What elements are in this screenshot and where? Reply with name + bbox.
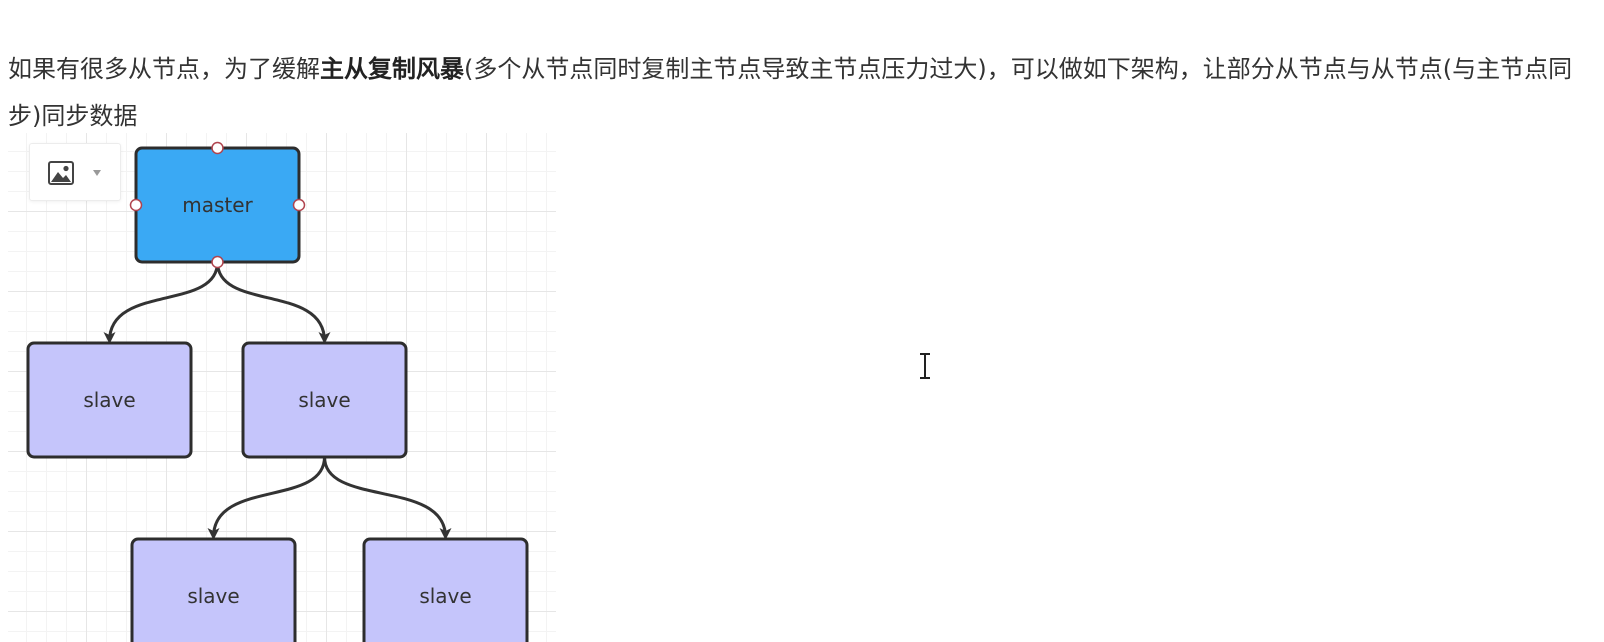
node-box[interactable] — [241, 341, 408, 459]
master-node[interactable]: master — [134, 146, 301, 264]
edge-master-to-slave2[interactable] — [216, 261, 331, 344]
edge-slave2-to-slave3[interactable] — [207, 456, 326, 540]
node-label: slave — [187, 584, 239, 608]
node-label: slave — [83, 388, 135, 412]
edge-master-to-slave1[interactable] — [103, 261, 219, 344]
description-paragraph: 如果有很多从节点，为了缓解主从复制风暴(多个从节点同时复制主节点导致主节点压力过… — [8, 46, 1598, 140]
slave-node-1[interactable]: slave — [26, 341, 193, 459]
node-box[interactable] — [130, 537, 297, 642]
connection-handle-3[interactable] — [211, 255, 224, 269]
slave-node-3[interactable]: slave — [130, 537, 297, 642]
node-box[interactable] — [26, 341, 193, 459]
connection-handle-0[interactable] — [211, 141, 224, 155]
paragraph-text-before: 如果有很多从节点，为了缓解 — [8, 55, 320, 83]
edge-slave2-to-slave4[interactable] — [323, 456, 452, 540]
paragraph-text-after: (多个从节点同时复制主节点导致主节点压力过大)，可以做如下架构，让部分从节点与从… — [8, 55, 1573, 130]
node-label: slave — [298, 388, 350, 412]
architecture-diagram[interactable]: master slave slave slave slave — [8, 133, 556, 642]
node-label: slave — [419, 584, 471, 608]
chevron-down-icon[interactable] — [92, 169, 102, 177]
slave-node-2[interactable]: slave — [241, 341, 408, 459]
connection-handle-1[interactable] — [129, 198, 143, 212]
diagram-svg: master slave slave slave slave — [26, 141, 529, 642]
text-cursor-icon — [920, 353, 930, 379]
paragraph-bold-term: 主从复制风暴 — [320, 55, 464, 83]
insert-image-button[interactable] — [29, 143, 121, 201]
node-box[interactable] — [362, 537, 529, 642]
image-icon — [48, 161, 74, 185]
slave-node-4[interactable]: slave — [362, 537, 529, 642]
connection-handle-2[interactable] — [292, 198, 306, 212]
node-label: master — [182, 193, 253, 217]
